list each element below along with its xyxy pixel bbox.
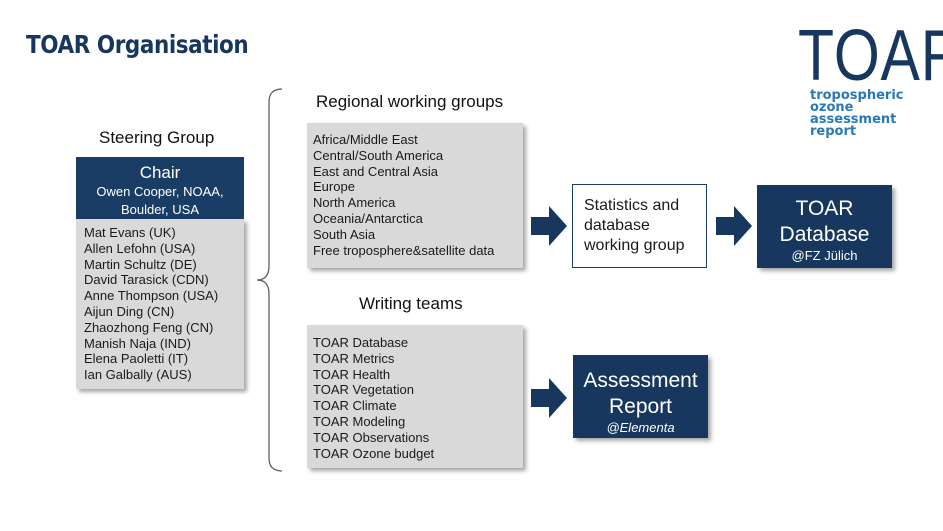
regional-item: North America: [313, 195, 396, 211]
regional-item: Central/South America: [313, 147, 444, 163]
logo-line: assessment: [810, 112, 897, 127]
assessment-report-box: Assessment Report @Elementa: [573, 355, 708, 438]
chair-name: Owen Cooper, NOAA,: [96, 184, 224, 199]
member-item: Anne Thompson (USA): [84, 288, 219, 304]
arrow-right-icon: [531, 206, 567, 246]
curly-brace: [256, 88, 283, 472]
writing-item: TOAR Observations: [313, 429, 430, 445]
writing-item: TOAR Modeling: [313, 413, 406, 429]
member-item: David Tarasick (CDN): [84, 272, 209, 288]
regional-item: Oceania/Antarctica: [313, 210, 423, 226]
page-title: TOAR Organisation: [26, 30, 249, 59]
logo-line: report: [810, 124, 857, 139]
chair-location: Boulder, USA: [120, 202, 200, 217]
steering-group-heading: Steering Group: [99, 128, 215, 147]
writing-item: TOAR Health: [313, 366, 391, 382]
regional-item: East and Central Asia: [313, 163, 439, 179]
regional-item: Free troposphere&satellite data: [313, 242, 495, 258]
statistics-line: Statistics and: [584, 197, 680, 214]
writing-item: TOAR Vegetation: [313, 382, 414, 398]
chair-box: Chair Owen Cooper, NOAA, Boulder, USA: [76, 157, 244, 219]
member-item: Martin Schultz (DE): [84, 256, 197, 272]
regional-groups-box: Africa/Middle East Central/South America…: [307, 123, 523, 268]
writing-item: TOAR Climate: [313, 398, 397, 414]
member-item: Mat Evans (UK): [84, 225, 176, 240]
regional-item: South Asia: [313, 226, 376, 242]
writing-item: TOAR Database: [313, 335, 409, 350]
member-item: Aijun Ding (CN): [84, 303, 175, 319]
database-location: @FZ Jülich: [791, 248, 858, 263]
logo-wordmark: TOAR: [798, 16, 943, 96]
report-subtitle: Report: [608, 395, 673, 418]
writing-item: TOAR Ozone budget: [313, 445, 435, 461]
report-journal: @Elementa: [606, 420, 675, 435]
report-title: Assessment: [583, 369, 698, 392]
toar-logo: TOAR tropospheric ozone assessment repor…: [798, 20, 943, 140]
steering-members-box: Mat Evans (UK) Allen Lefohn (USA) Martin…: [76, 219, 244, 389]
writing-teams-heading: Writing teams: [359, 294, 463, 313]
logo-subtitle: tropospheric ozone assessment report: [810, 88, 904, 139]
arrow-right-icon: [716, 206, 752, 246]
writing-teams-box: TOAR Database TOAR Metrics TOAR Health T…: [307, 325, 523, 468]
statistics-line: database: [584, 217, 650, 234]
database-subtitle: Database: [779, 223, 870, 246]
regional-item: Europe: [313, 179, 355, 195]
member-item: Allen Lefohn (USA): [84, 240, 196, 256]
statistics-line: working group: [584, 237, 685, 254]
statistics-group-box: Statistics and database working group: [572, 184, 707, 268]
writing-item: TOAR Metrics: [313, 350, 395, 366]
regional-groups-heading: Regional working groups: [316, 92, 504, 111]
member-item: Elena Paoletti (IT): [84, 351, 189, 367]
arrow-right-icon: [531, 378, 567, 418]
chair-title: Chair: [139, 163, 181, 182]
member-item: Ian Galbally (AUS): [84, 367, 192, 383]
logo-line: tropospheric: [810, 88, 904, 103]
toar-database-box: TOAR Database @FZ Jülich: [757, 185, 892, 268]
regional-item: Africa/Middle East: [313, 132, 418, 147]
logo-line: ozone: [810, 100, 854, 115]
database-title: TOAR: [795, 197, 854, 220]
member-item: Manish Naja (IND): [84, 335, 191, 351]
member-item: Zhaozhong Feng (CN): [84, 319, 214, 335]
